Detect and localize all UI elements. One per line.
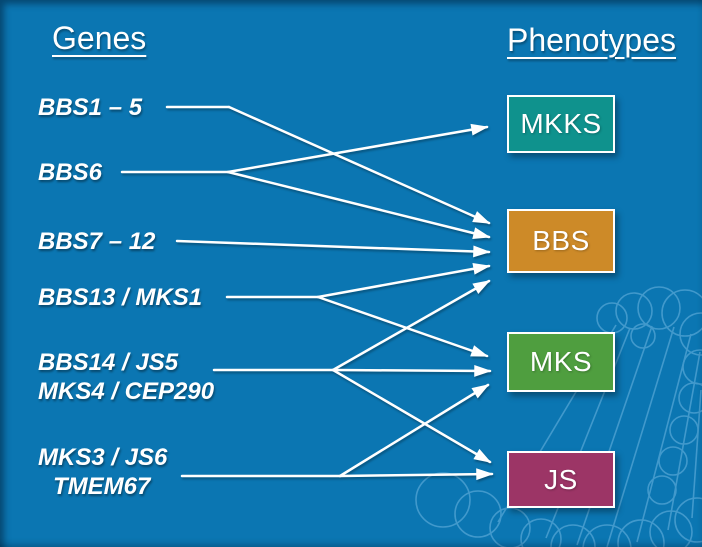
arrow-bbs14-js5-to-bbs bbox=[331, 279, 491, 372]
arrow-bbs7-12-to-bbs bbox=[175, 239, 491, 258]
gene-label-line: BBS1 – 5 bbox=[38, 94, 143, 121]
phenotype-box-mkks: MKKS bbox=[507, 95, 615, 153]
arrow-bbs6-to-mkks bbox=[226, 123, 489, 174]
gene-label-bbs1-5: BBS1 – 5 bbox=[38, 93, 142, 122]
gene-label-line: BBS13 / MKS1 bbox=[38, 284, 203, 311]
genes-column-header: Genes bbox=[52, 20, 147, 56]
phenotype-box-mks: MKS bbox=[507, 332, 615, 392]
phenotype-box-bbs: BBS bbox=[507, 209, 615, 273]
gene-label-line: TMEM67 bbox=[53, 473, 151, 500]
arrow-bbs14-js5-to-mks bbox=[331, 364, 492, 377]
dna-helix-decoration bbox=[415, 286, 702, 547]
gene-label-bbs6: BBS6 bbox=[38, 158, 102, 187]
gene-label-bbs7-12: BBS7 – 12 bbox=[38, 227, 155, 256]
gene-label-line: BBS14 / JS5 bbox=[38, 349, 179, 376]
phenotype-box-label: JS bbox=[544, 463, 578, 495]
phenotype-box-label: MKS bbox=[529, 346, 593, 377]
phenotype-box-label: MKKS bbox=[520, 108, 602, 139]
phenotype-box-label: BBS bbox=[532, 225, 590, 256]
gene-label-line: BBS7 – 12 bbox=[38, 228, 156, 255]
arrow-bbs1-5-to-bbs bbox=[227, 105, 491, 225]
phenotypes-column-header: Phenotypes bbox=[507, 22, 677, 58]
arrow-bbs13-mks1-to-bbs bbox=[316, 262, 491, 299]
arrow-bbs14-js5-to-js bbox=[331, 368, 492, 464]
arrow-mks3-js6-to-mks bbox=[338, 383, 490, 478]
arrow-bbs13-mks1-to-mks bbox=[316, 295, 489, 358]
gene-label-line: BBS6 bbox=[38, 159, 103, 186]
gene-label-bbs13-mks1: BBS13 / MKS1 bbox=[38, 283, 202, 312]
connection-arrows bbox=[120, 105, 494, 481]
phenotype-box-js: JS bbox=[507, 451, 615, 508]
gene-label-line: MKS4 / CEP290 bbox=[38, 378, 215, 405]
gene-label-line: MKS3 / JS6 bbox=[38, 444, 168, 471]
arrow-mks3-js6-to-js bbox=[338, 468, 494, 481]
arrow-bbs6-to-bbs bbox=[226, 170, 491, 239]
